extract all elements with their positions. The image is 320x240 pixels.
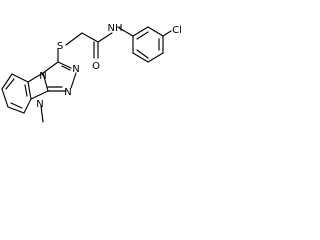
- atom-label-o: O: [92, 61, 100, 72]
- bond-ph-inner-1: [136, 31, 149, 40]
- bond-co-nh: [97, 32, 113, 43]
- bond-fuse-3: [30, 90, 49, 100]
- bond-fuse-1: [27, 72, 44, 83]
- bond-ph-5: [132, 52, 149, 63]
- bond-ph-2: [147, 26, 164, 37]
- bond-ph-inner-3: [136, 49, 149, 59]
- bond-ph-1: [132, 26, 149, 37]
- bond-fuse-2: [27, 81, 32, 100]
- atom-label-n4: N: [36, 99, 43, 110]
- bond-ch2-co: [81, 32, 99, 43]
- atom-label-nh: NH: [108, 23, 123, 34]
- bond-benz-2: [1, 73, 13, 90]
- bond-benz-inner-3: [24, 84, 28, 97]
- bond-tri-5: [57, 61, 72, 69]
- chemical-structure-diagram: NH O Cl S N N N N: [1, 23, 182, 123]
- bond-nh-aryl: [118, 27, 134, 37]
- bond-ph-cl: [162, 30, 172, 37]
- atom-label-s: S: [57, 41, 63, 52]
- bond-n-methyl: [40, 105, 44, 123]
- bond-tri-inner-1: [61, 65, 71, 71]
- bond-benz-inner-2: [10, 102, 23, 109]
- bond-tri-1: [42, 61, 59, 74]
- bond-tri-2: [42, 72, 49, 92]
- bond-s-ch2: [65, 32, 83, 46]
- bond-tri-4: [70, 72, 77, 89]
- atom-label-n3: N: [39, 71, 46, 82]
- bond-benz-inner-1: [5, 78, 15, 90]
- bond-benz-3: [1, 88, 9, 108]
- bond-benz-1: [11, 73, 29, 83]
- atom-label-cl: Cl: [172, 25, 182, 36]
- atom-label-n1: N: [72, 64, 79, 75]
- molecule-canvas: NH O Cl S N N N N: [0, 0, 189, 131]
- bond-benz-4: [7, 106, 25, 114]
- atom-label-n2: N: [64, 87, 71, 98]
- bond-benz-5: [23, 98, 32, 114]
- bond-ph-4: [147, 52, 164, 63]
